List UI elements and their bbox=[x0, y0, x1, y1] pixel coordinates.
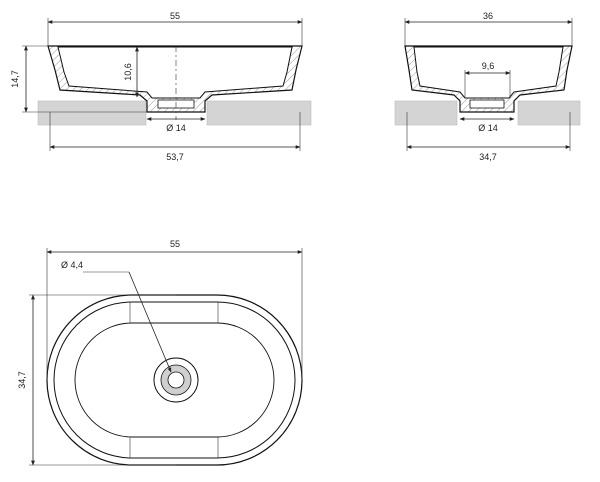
top-drain-hole bbox=[167, 371, 185, 389]
side-base-width-label: 34,7 bbox=[479, 152, 497, 162]
overflow-leader-line bbox=[128, 271, 172, 373]
countertop-right bbox=[206, 100, 312, 126]
side-basin-outline bbox=[404, 45, 573, 113]
top-bowl-floor bbox=[74, 322, 275, 438]
side-top-width-label: 36 bbox=[483, 11, 493, 21]
top-view: Ø 4,4 55 34,7 bbox=[17, 239, 303, 466]
front-basin-cavity bbox=[57, 46, 293, 99]
side-countertop-right bbox=[517, 100, 581, 126]
top-depth-label: 34,7 bbox=[17, 371, 27, 389]
front-height-label: 14,7 bbox=[10, 70, 20, 88]
side-drain-width-label: 9,6 bbox=[482, 61, 495, 71]
side-view: 36 9,6 Ø 14 34,7 bbox=[394, 11, 581, 162]
side-drain bbox=[469, 99, 505, 109]
top-inner-rim bbox=[53, 301, 296, 459]
front-top-width-label: 55 bbox=[170, 11, 180, 21]
countertop-left bbox=[37, 100, 147, 126]
side-drain-diameter-label: Ø 14 bbox=[478, 123, 498, 133]
front-inner-depth-label: 10,6 bbox=[123, 63, 133, 81]
side-countertop-left bbox=[394, 100, 458, 126]
front-base-width-label: 53,7 bbox=[166, 152, 184, 162]
overflow-diameter-label: Ø 4,4 bbox=[61, 260, 83, 270]
top-length-label: 55 bbox=[170, 239, 180, 249]
front-drain-diameter-label: Ø 14 bbox=[166, 123, 186, 133]
front-view: 55 14,7 10,6 Ø 14 53,7 bbox=[10, 11, 312, 162]
front-basin-outline bbox=[47, 45, 303, 113]
